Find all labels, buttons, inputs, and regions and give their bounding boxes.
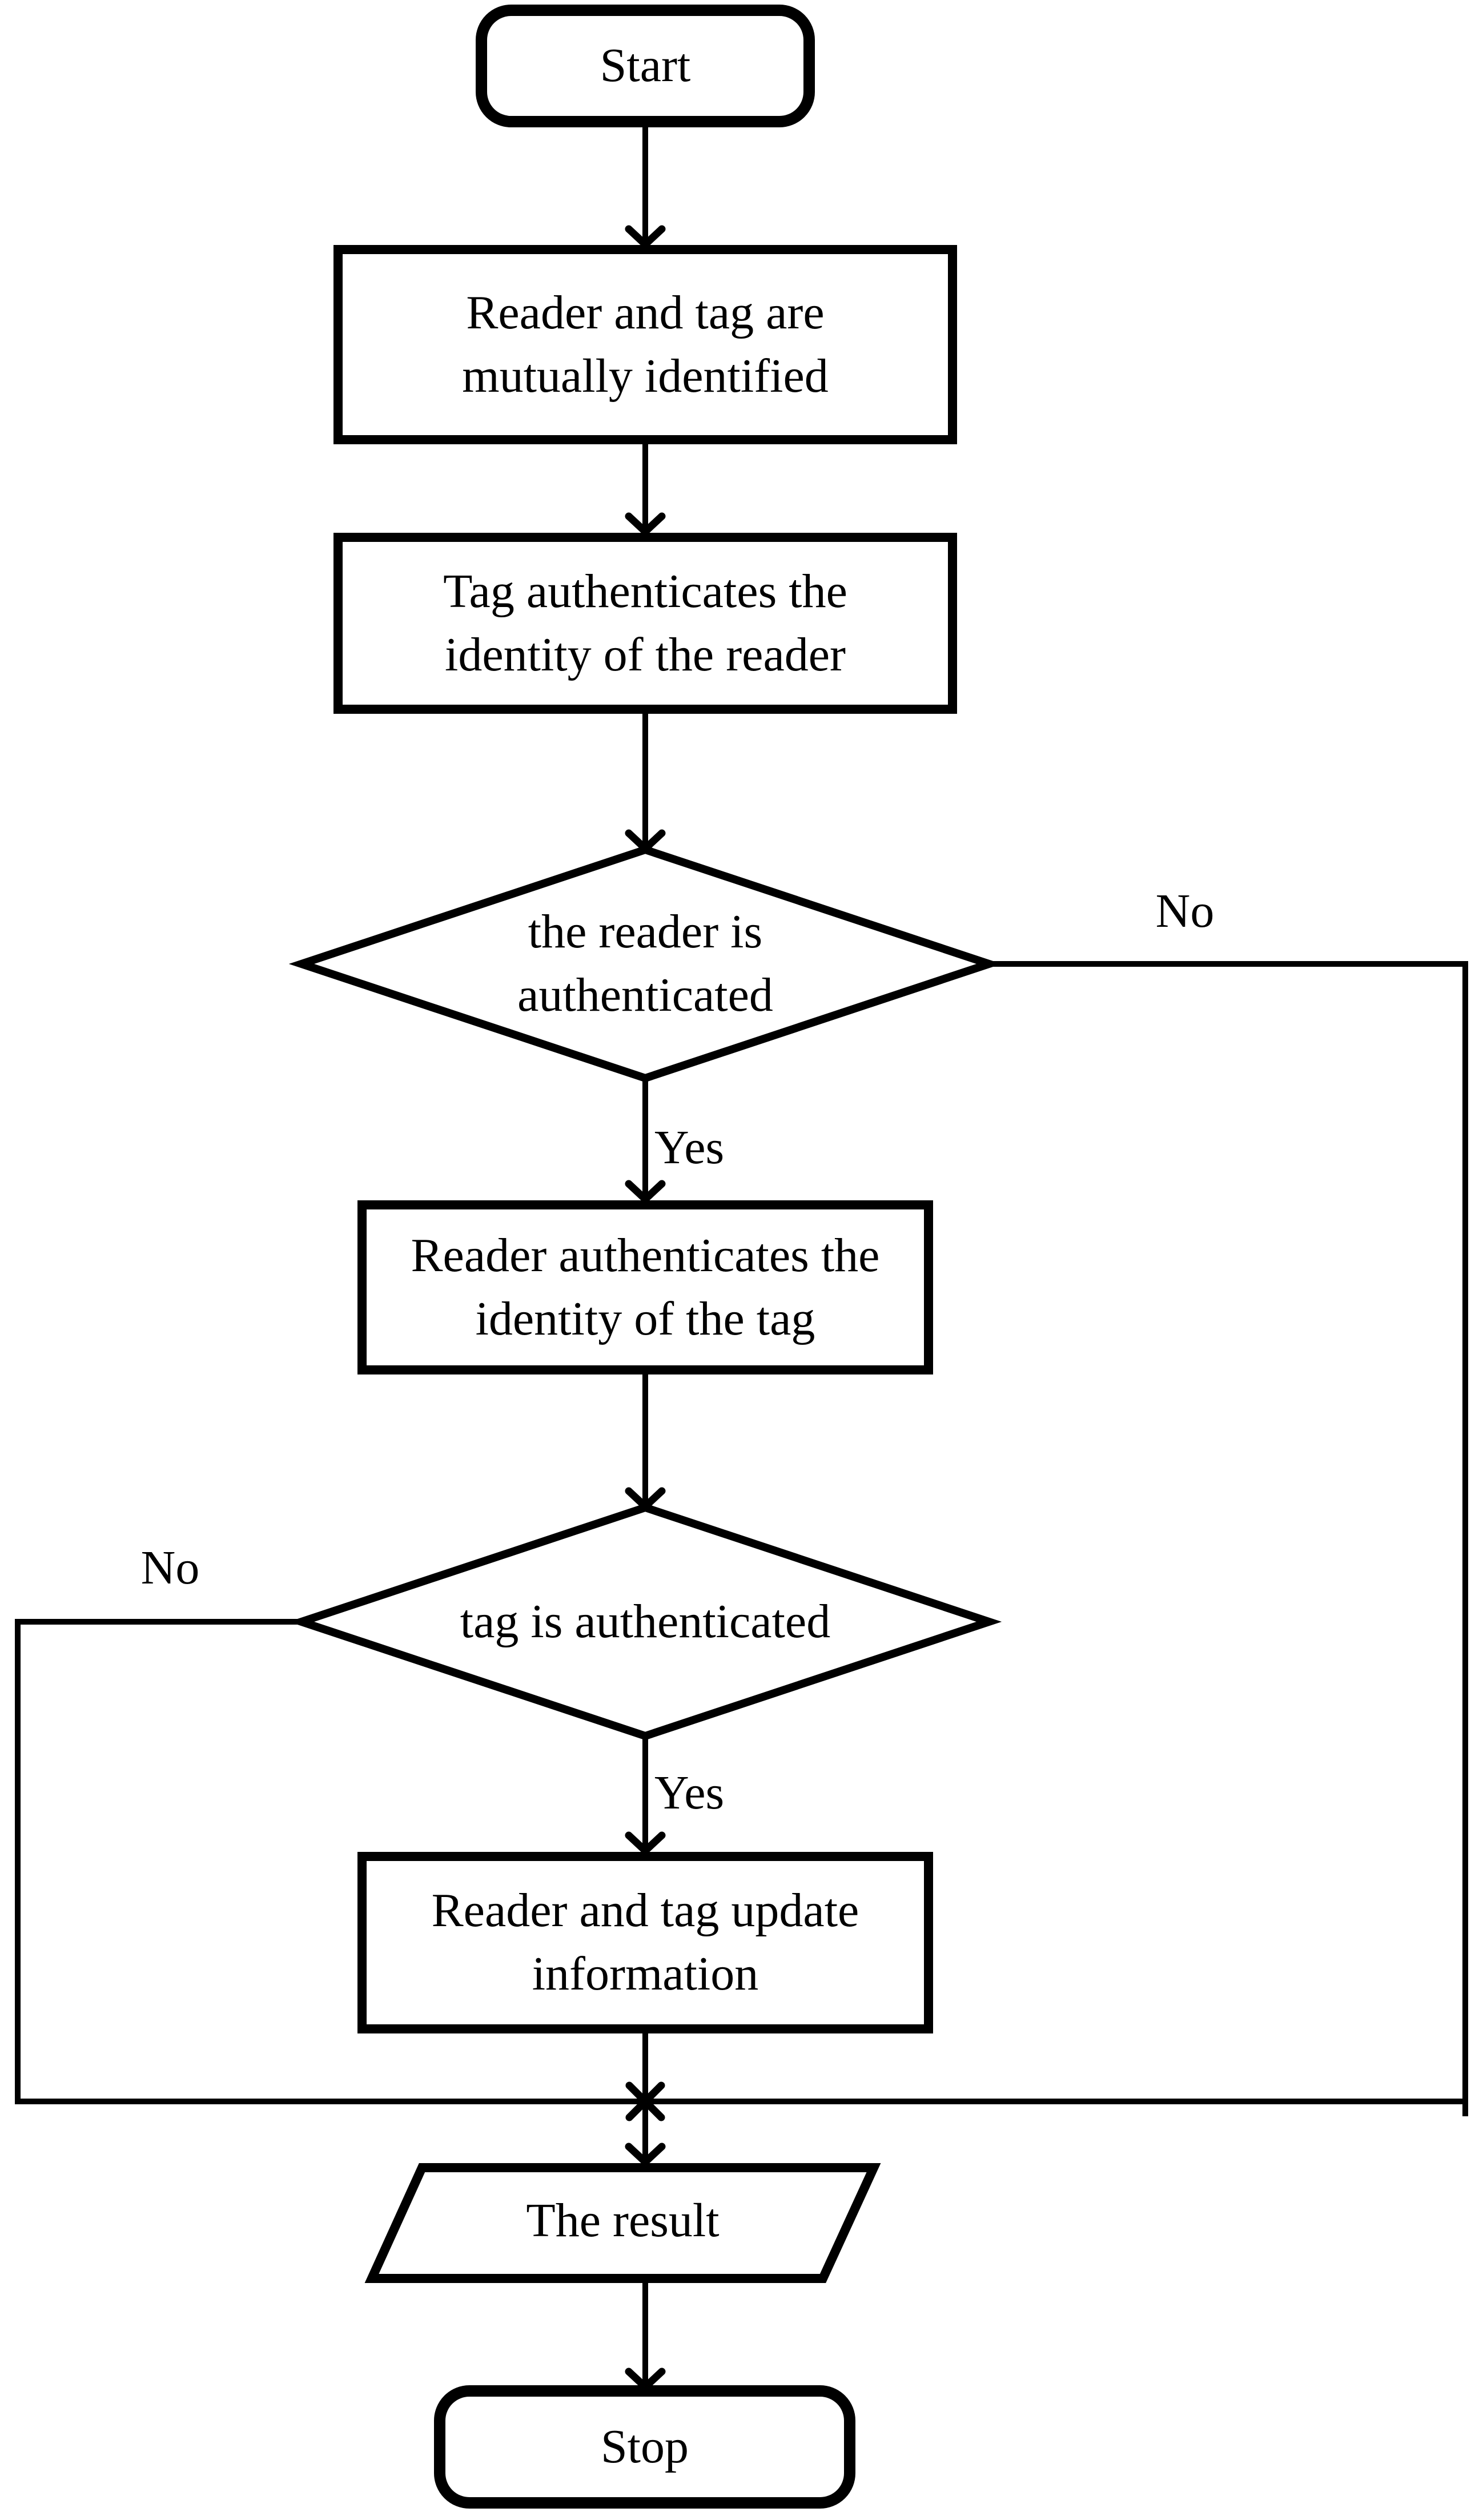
connector-no-right-rail <box>648 961 1468 2116</box>
data-result-shape <box>364 2163 881 2283</box>
edge-label-reader-no: No <box>1155 884 1215 938</box>
arrowhead-into-identify <box>625 225 666 248</box>
arrowhead-into-readerauth <box>625 1180 666 1203</box>
process-tag-authenticates-shape <box>333 533 957 714</box>
start-node-label: Start <box>600 39 691 93</box>
process-reader-authenticates-label: Reader authenticates the identity of the… <box>411 1228 880 1345</box>
decision-tag-authenticated-label: tag is authenticated <box>460 1594 831 1648</box>
process-identify-label: Reader and tag are mutually identified <box>462 286 829 403</box>
arrowhead-into-tagauth <box>625 512 666 536</box>
decision-reader-authenticated-shape <box>288 845 1002 1083</box>
process-reader-authenticates-shape <box>357 1200 933 1374</box>
process-update-information-label: Reader and tag update information <box>431 1884 859 2000</box>
process-identify-shape <box>333 245 957 444</box>
start-terminator-shape <box>476 5 815 127</box>
edge-label-tag-no: No <box>140 1541 200 1594</box>
data-result-label: The result <box>526 2193 720 2247</box>
arrowhead-into-update <box>625 1831 666 1855</box>
edge-label-tag-yes: Yes <box>654 1766 725 1819</box>
process-tag-authenticates-label: Tag authenticates the identity of the re… <box>443 564 847 681</box>
decision-reader-authenticated-label: the reader is authenticated <box>517 905 773 1022</box>
stop-node-label: Stop <box>600 2419 689 2473</box>
connector-no-left-rail <box>15 1619 643 2104</box>
edge-label-reader-yes: Yes <box>654 1120 725 1174</box>
stop-terminator-shape <box>434 2385 855 2509</box>
arrowhead-into-result <box>625 2143 666 2166</box>
arrowhead-no-left-into-merge <box>625 2081 649 2121</box>
decision-tag-authenticated-shape <box>288 1503 1002 1741</box>
process-update-information-shape <box>357 1852 933 2033</box>
